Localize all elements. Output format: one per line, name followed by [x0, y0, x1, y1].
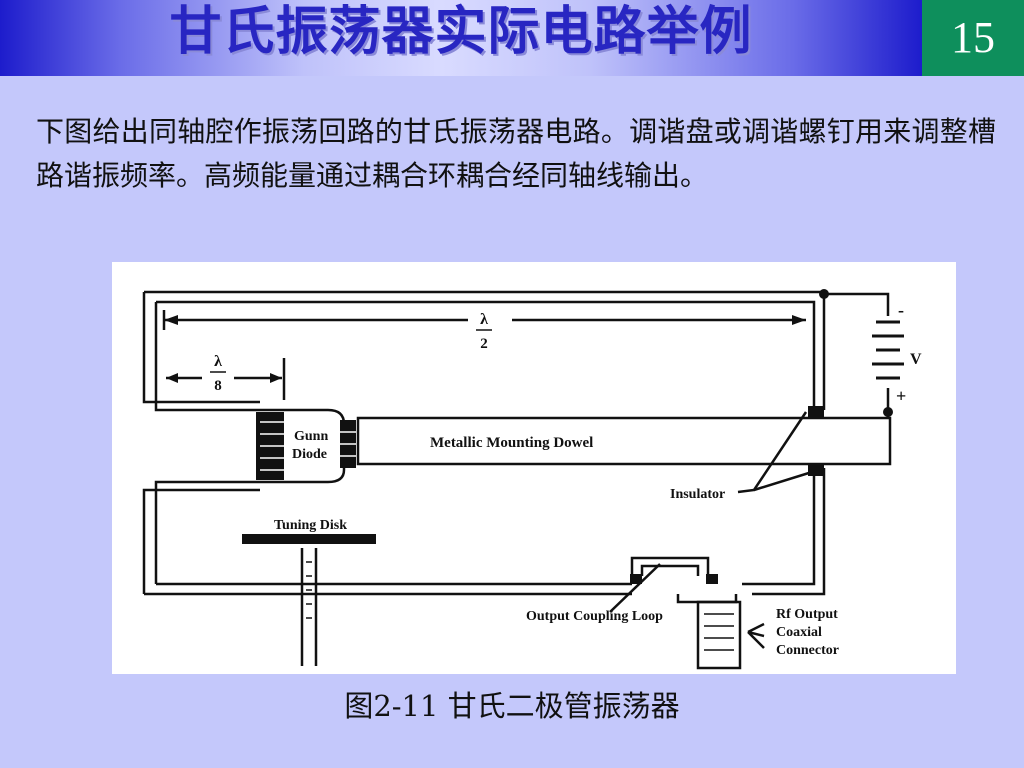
slide-title: 甘氏振荡器实际电路举例: [169, 2, 753, 62]
gunn-oscillator-figure: λ 2 λ 8 - V + Gunn Diode Metallic Mounti…: [112, 262, 956, 674]
rf-output-label-line1: Rf Output: [776, 607, 838, 622]
battery-plus-label: +: [896, 386, 906, 406]
title-bar: 甘氏振荡器实际电路举例: [0, 0, 922, 76]
eighth-wave-denominator: 8: [214, 378, 222, 394]
page-number-box: 15: [922, 0, 1024, 76]
battery-voltage-label: V: [910, 351, 922, 368]
insulator-label: Insulator: [670, 487, 725, 502]
gunn-label-line1: Gunn: [294, 429, 328, 444]
eighth-wave-lambda: λ: [214, 353, 222, 370]
dowel-label: Metallic Mounting Dowel: [430, 435, 593, 451]
rf-output-label-line2: Coaxial: [776, 625, 822, 640]
page-number: 15: [951, 13, 995, 62]
gunn-label-line2: Diode: [292, 447, 327, 462]
body-paragraph: 下图给出同轴腔作振荡回路的甘氏振荡器电路。调谐盘或调谐螺钉用来调整槽路谐振频率。…: [36, 115, 996, 192]
half-wave-denominator: 2: [480, 336, 488, 352]
rf-output-label-line3: Connector: [776, 643, 839, 658]
tuning-disk-label: Tuning Disk: [274, 518, 347, 533]
figure-caption: 图2-11 甘氏二极管振荡器: [344, 689, 680, 723]
coupling-loop-label: Output Coupling Loop: [526, 609, 663, 624]
battery-minus-label: -: [898, 300, 904, 320]
half-wave-lambda: λ: [480, 311, 488, 328]
circuit-diagram: λ 2 λ 8 - V + Gunn Diode Metallic Mounti…: [142, 289, 922, 670]
